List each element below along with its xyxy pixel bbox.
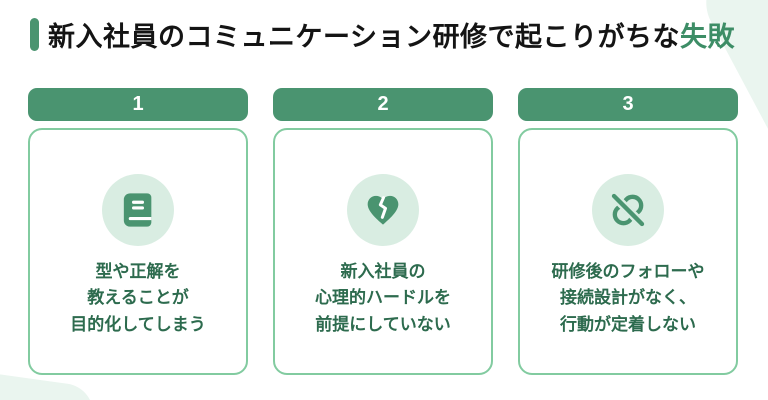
title-main-text: 新入社員のコミュニケーション研修で起こりがちな xyxy=(48,22,680,52)
book-icon xyxy=(123,193,152,227)
card-number-badge: 2 xyxy=(273,88,493,121)
card-3: 3 研修後のフォローや 接続設計がなく、 行動が定着しな xyxy=(518,88,738,375)
card-1: 1 型や正解を 教えることが 目的化してしまう xyxy=(28,88,248,375)
card-text: 型や正解を 教えることが 目的化してしまう xyxy=(70,259,206,338)
title-highlight-text: 失敗 xyxy=(679,22,735,52)
broken-heart-icon xyxy=(367,195,399,225)
card-text-line: 研修後のフォローや xyxy=(551,262,705,281)
card-2: 2 新入社員の 心理的ハードルを 前提にしていない xyxy=(273,88,493,375)
card-text-line: 心理的ハードルを xyxy=(315,288,451,308)
card-body: 新入社員の 心理的ハードルを 前提にしていない xyxy=(273,128,493,375)
title-accent-bar xyxy=(30,18,39,51)
card-body: 型や正解を 教えることが 目的化してしまう xyxy=(28,128,248,375)
card-icon-circle xyxy=(347,174,419,246)
card-icon-circle xyxy=(102,174,174,246)
card-text: 研修後のフォローや 接続設計がなく、 行動が定着しない xyxy=(552,259,705,338)
page-title: 新入社員のコミュニケーション研修で起こりがちな失敗 xyxy=(48,15,735,54)
card-text-line: 前提にしていない xyxy=(315,314,451,334)
card-text: 新入社員の 心理的ハードルを 前提にしていない xyxy=(315,259,451,338)
card-icon-circle xyxy=(592,174,664,246)
card-text-line: 目的化してしまう xyxy=(70,314,206,334)
card-text-line: 新入社員の xyxy=(340,262,426,281)
cards-row: 1 型や正解を 教えることが 目的化してしまう 2 xyxy=(28,88,738,375)
card-body: 研修後のフォローや 接続設計がなく、 行動が定着しない xyxy=(518,128,738,375)
card-number-badge: 1 xyxy=(28,88,248,121)
link-off-icon xyxy=(608,190,648,230)
card-text-line: 行動が定着しない xyxy=(560,314,696,334)
title-row: 新入社員のコミュニケーション研修で起こりがちな失敗 xyxy=(30,15,735,54)
card-text-line: 型や正解を xyxy=(95,262,181,281)
card-text-line: 教えることが xyxy=(87,288,189,308)
card-text-line: 接続設計がなく、 xyxy=(560,288,696,308)
card-number-badge: 3 xyxy=(518,88,738,121)
